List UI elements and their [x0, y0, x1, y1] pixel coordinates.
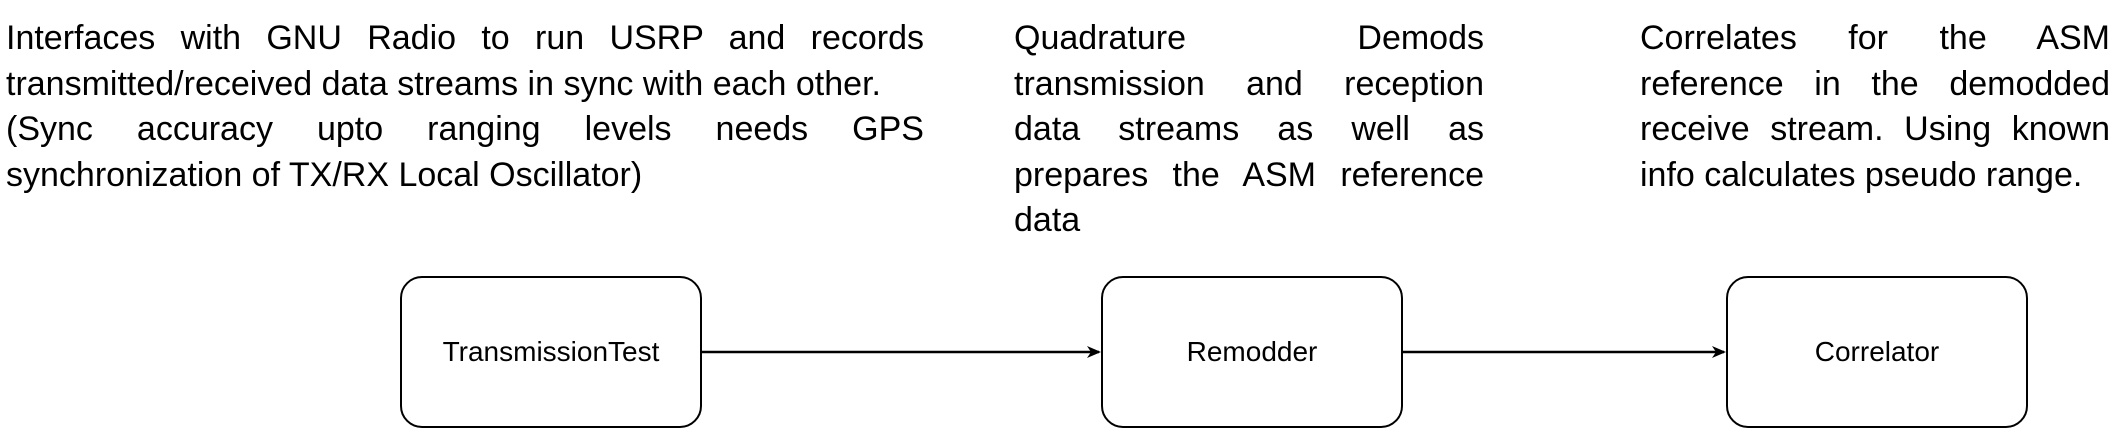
correlator-description-text: Correlates for the ASM reference in the … — [1640, 19, 2110, 194]
remodder-description: Quadrature Demods transmission and recep… — [1014, 16, 1484, 244]
transmission-test-description-line-1: Interfaces with GNU Radio to run USRP an… — [6, 19, 924, 103]
remodder-description-text: Quadrature Demods transmission and recep… — [1014, 19, 1484, 239]
node-remodder[interactable]: Remodder — [1101, 276, 1403, 428]
node-transmission-test[interactable]: TransmissionTest — [400, 276, 702, 428]
node-remodder-label: Remodder — [1186, 336, 1318, 367]
node-correlator[interactable]: Correlator — [1726, 276, 2028, 428]
node-correlator-label: Correlator — [1814, 336, 1940, 367]
correlator-description: Correlates for the ASM reference in the … — [1640, 16, 2110, 198]
transmission-test-description: Interfaces with GNU Radio to run USRP an… — [6, 16, 924, 198]
node-transmission-test-label: TransmissionTest — [442, 336, 660, 367]
transmission-test-description-line-2: (Sync accuracy upto ranging levels needs… — [6, 110, 924, 194]
